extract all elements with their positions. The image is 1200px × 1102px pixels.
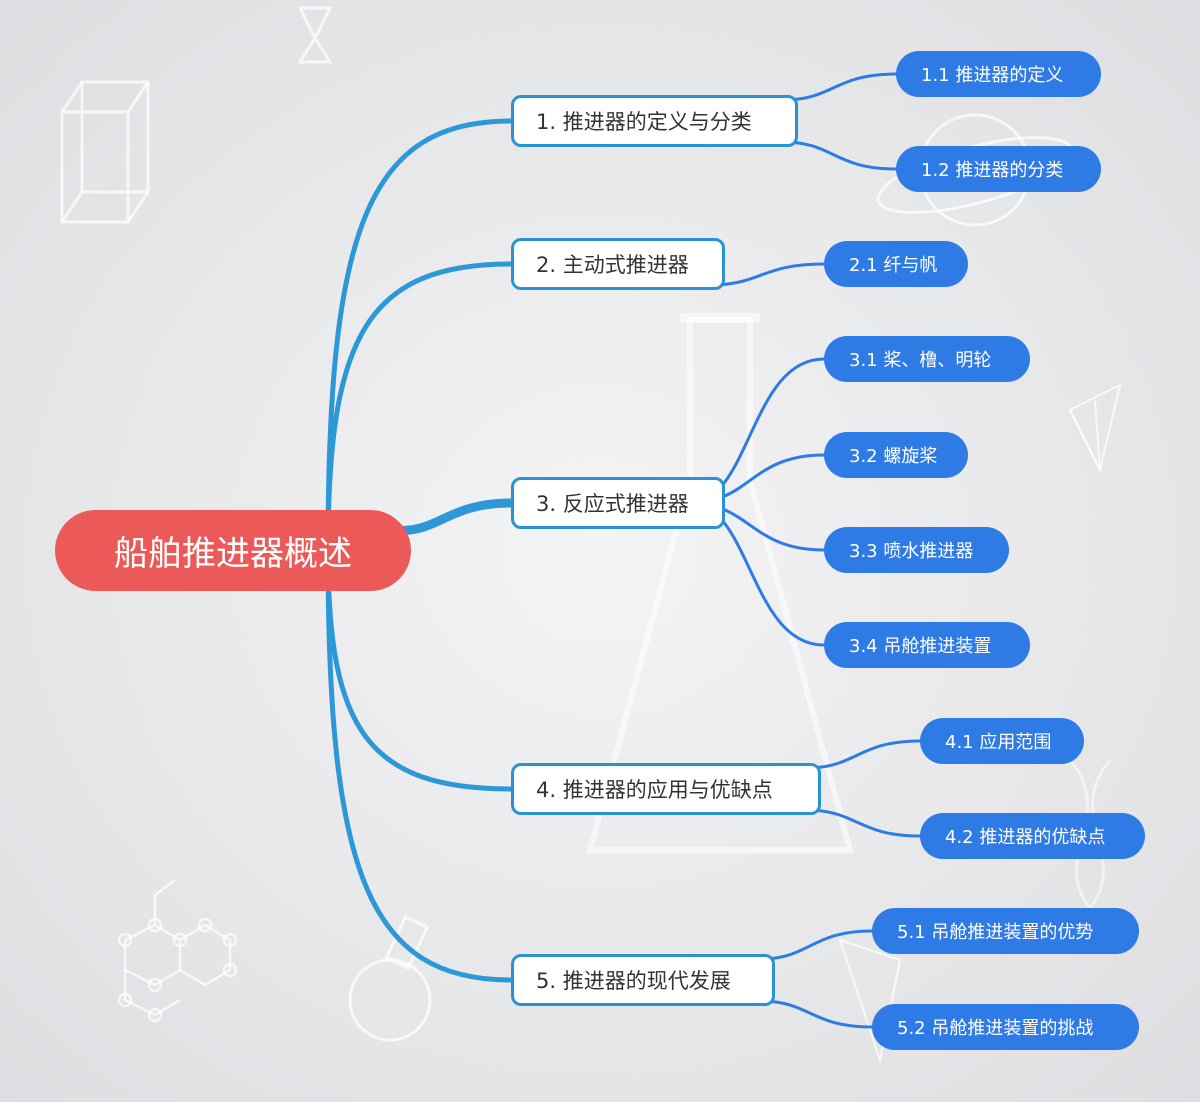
leaf-topic-1-1[interactable]: 1.1 推进器的定义 [896,51,1101,97]
leaf-topic-5-2[interactable]: 5.2 吊舱推进装置的挑战 [872,1004,1139,1050]
branch-topic-1[interactable]: 1. 推进器的定义与分类 [511,95,798,147]
leaf-topic-3-4[interactable]: 3.4 吊舱推进装置 [824,622,1030,668]
root-topic[interactable]: 船舶推进器概述 [55,510,411,591]
hourglass-doodle [297,6,333,64]
leaf-topic-3-1[interactable]: 3.1 桨、橹、明轮 [824,336,1030,382]
cube-doodle [60,80,150,224]
branch-topic-2[interactable]: 2. 主动式推进器 [511,238,725,290]
leaf-topic-1-2[interactable]: 1.2 推进器的分类 [896,146,1101,192]
leaf-topic-2-1[interactable]: 2.1 纤与帆 [824,241,968,287]
branch-topic-5[interactable]: 5. 推进器的现代发展 [511,954,775,1006]
branch-topic-4[interactable]: 4. 推进器的应用与优缺点 [511,763,821,815]
branch-topic-3[interactable]: 3. 反应式推进器 [511,477,725,529]
molecule-doodle [117,879,238,1023]
leaf-topic-3-3[interactable]: 3.3 喷水推进器 [824,527,1009,573]
leaf-topic-4-2[interactable]: 4.2 推进器的优缺点 [920,813,1145,859]
leaf-topic-4-1[interactable]: 4.1 应用范围 [920,718,1084,764]
leaf-topic-5-1[interactable]: 5.1 吊舱推进装置的优势 [872,908,1139,954]
leaf-topic-3-2[interactable]: 3.2 螺旋桨 [824,432,968,478]
